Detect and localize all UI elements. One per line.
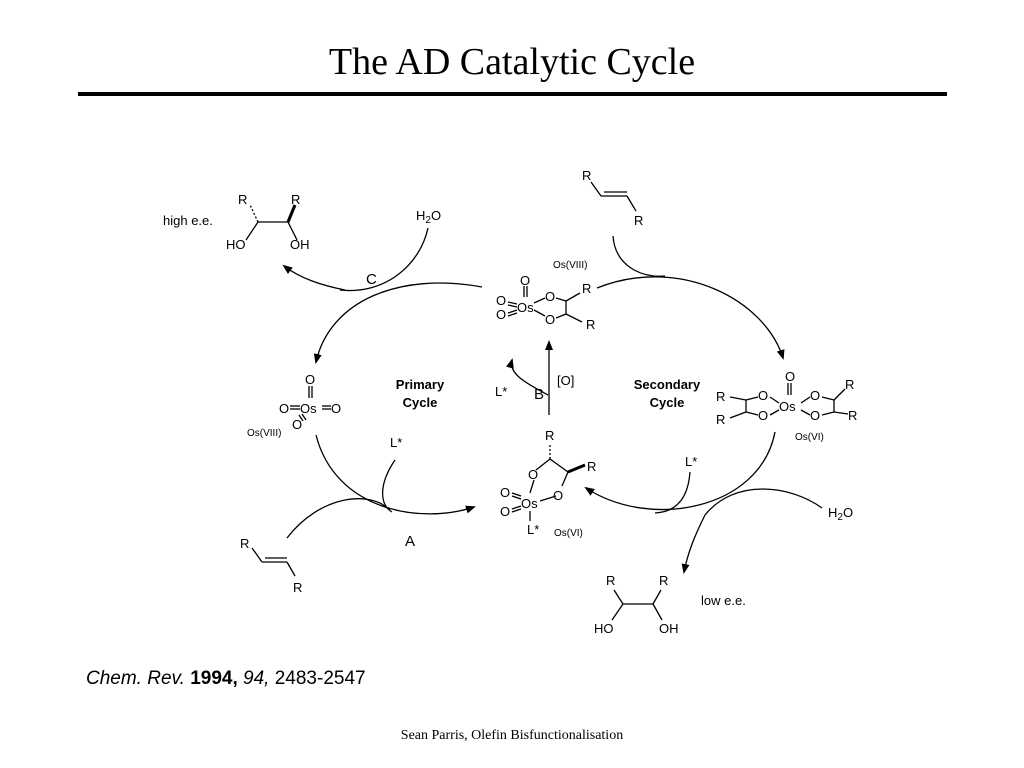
step-label-c: C	[366, 271, 377, 288]
citation: Chem. Rev. 1994, 94, 2483-2547	[86, 668, 366, 690]
atom-label: O	[331, 401, 341, 416]
alkene-reactant-primary	[251, 547, 296, 577]
os-vi-label-right: Os(VI)	[795, 432, 824, 443]
atom-label: O	[496, 307, 506, 322]
ligand-label-primary: L*	[390, 435, 402, 450]
water-in-curve-c	[339, 227, 429, 292]
water-h: H	[416, 208, 425, 223]
diol-out-curve-c	[282, 264, 346, 291]
water-subscript: 2	[837, 512, 843, 523]
atom-label: O	[810, 408, 820, 423]
atom-label: Os	[779, 399, 796, 414]
water-in-curve-secondary	[704, 488, 823, 516]
diol-out-curve-secondary	[681, 514, 706, 574]
atom-label: R	[848, 408, 857, 423]
atom-label: OH	[290, 237, 310, 252]
atom-label: O	[810, 388, 820, 403]
atom-label: Os	[521, 496, 538, 511]
osmium-tetroxide	[290, 386, 331, 422]
alkene-in-curve-a	[286, 498, 391, 539]
atom-label: O	[528, 467, 538, 482]
citation-year: 1994,	[190, 668, 238, 689]
atom-label: O	[500, 485, 510, 500]
primary-cycle-arc-lower	[315, 434, 476, 515]
citation-journal: Chem. Rev.	[86, 668, 185, 689]
atom-label: O	[496, 293, 506, 308]
atom-label: R	[582, 168, 591, 183]
os-viii-glycolate	[507, 286, 583, 323]
citation-volume: 94,	[243, 668, 270, 689]
atom-label: HO	[226, 237, 246, 252]
os-vi-bisglycolate	[729, 383, 849, 419]
atom-label: O	[292, 417, 302, 432]
atom-label: O	[520, 273, 530, 288]
water-h: H	[828, 505, 837, 520]
atom-label: O	[305, 372, 315, 387]
atom-label: O	[758, 388, 768, 403]
low-ee-label: low e.e.	[701, 593, 746, 608]
atom-label: R	[293, 580, 302, 595]
oxidant-label: [O]	[557, 373, 574, 388]
atom-label: O	[545, 289, 555, 304]
ligand-label-b: L*	[495, 384, 507, 399]
atom-label: O	[785, 369, 795, 384]
water-subscript: 2	[425, 215, 431, 226]
slide-footer: Sean Parris, Olefin Bisfunctionalisation	[400, 728, 624, 743]
alkene-in-curve-secondary	[612, 235, 666, 277]
ligand-release-curve-b	[506, 358, 549, 396]
alkene-reactant-secondary	[590, 181, 637, 212]
water-label-right: H2O	[828, 505, 853, 523]
water-o: O	[843, 505, 853, 520]
os-vi-label-center: Os(VI)	[554, 528, 583, 539]
atom-label: R	[238, 192, 247, 207]
atom-label: R	[587, 459, 596, 474]
secondary-cycle-arc-lower	[584, 431, 776, 511]
high-ee-label: high e.e.	[163, 213, 213, 228]
atom-label: R	[606, 573, 615, 588]
atom-label: OH	[659, 621, 679, 636]
atom-label: O	[500, 504, 510, 519]
secondary-cycle-label: Secondary	[634, 377, 701, 392]
os-viii-label-left: Os(VIII)	[247, 428, 281, 439]
atom-label: R	[634, 213, 643, 228]
atom-label: R	[716, 412, 725, 427]
os-vi-ligand-glycolate	[511, 445, 586, 521]
atom-label: R	[586, 317, 595, 332]
atom-label: L*	[527, 522, 539, 537]
atom-label: R	[845, 377, 854, 392]
atom-label: R	[291, 192, 300, 207]
atom-label: O	[758, 408, 768, 423]
ligand-curve-secondary	[654, 471, 691, 514]
step-label-a: A	[405, 533, 415, 550]
atom-label: R	[545, 428, 554, 443]
water-o: O	[431, 208, 441, 223]
ligand-label-secondary: L*	[685, 454, 697, 469]
primary-cycle-arc-upper	[313, 282, 483, 364]
water-label-top: H2O	[416, 208, 441, 226]
atom-label: R	[659, 573, 668, 588]
secondary-cycle-arc-upper	[596, 276, 785, 360]
atom-label: R	[240, 536, 249, 551]
atom-label: O	[545, 312, 555, 327]
os-viii-label-top: Os(VIII)	[553, 260, 587, 271]
atom-label: R	[716, 389, 725, 404]
atom-label: O	[279, 401, 289, 416]
diol-product-low-ee	[611, 589, 663, 621]
primary-cycle-label: Cycle	[403, 395, 438, 410]
ligand-in-curve-a	[382, 459, 396, 513]
atom-label: HO	[594, 621, 614, 636]
atom-label: O	[553, 488, 563, 503]
atom-label: R	[582, 281, 591, 296]
atom-label: Os	[517, 300, 534, 315]
secondary-cycle-label: Cycle	[650, 395, 685, 410]
diol-product-high-ee	[245, 204, 298, 241]
primary-cycle-label: Primary	[396, 377, 445, 392]
slide-title: The AD Catalytic Cycle	[328, 41, 696, 83]
citation-pages: 2483-2547	[274, 668, 366, 689]
step-label-b: B	[534, 386, 544, 403]
atom-label: Os	[300, 401, 317, 416]
title-rule	[78, 92, 947, 96]
